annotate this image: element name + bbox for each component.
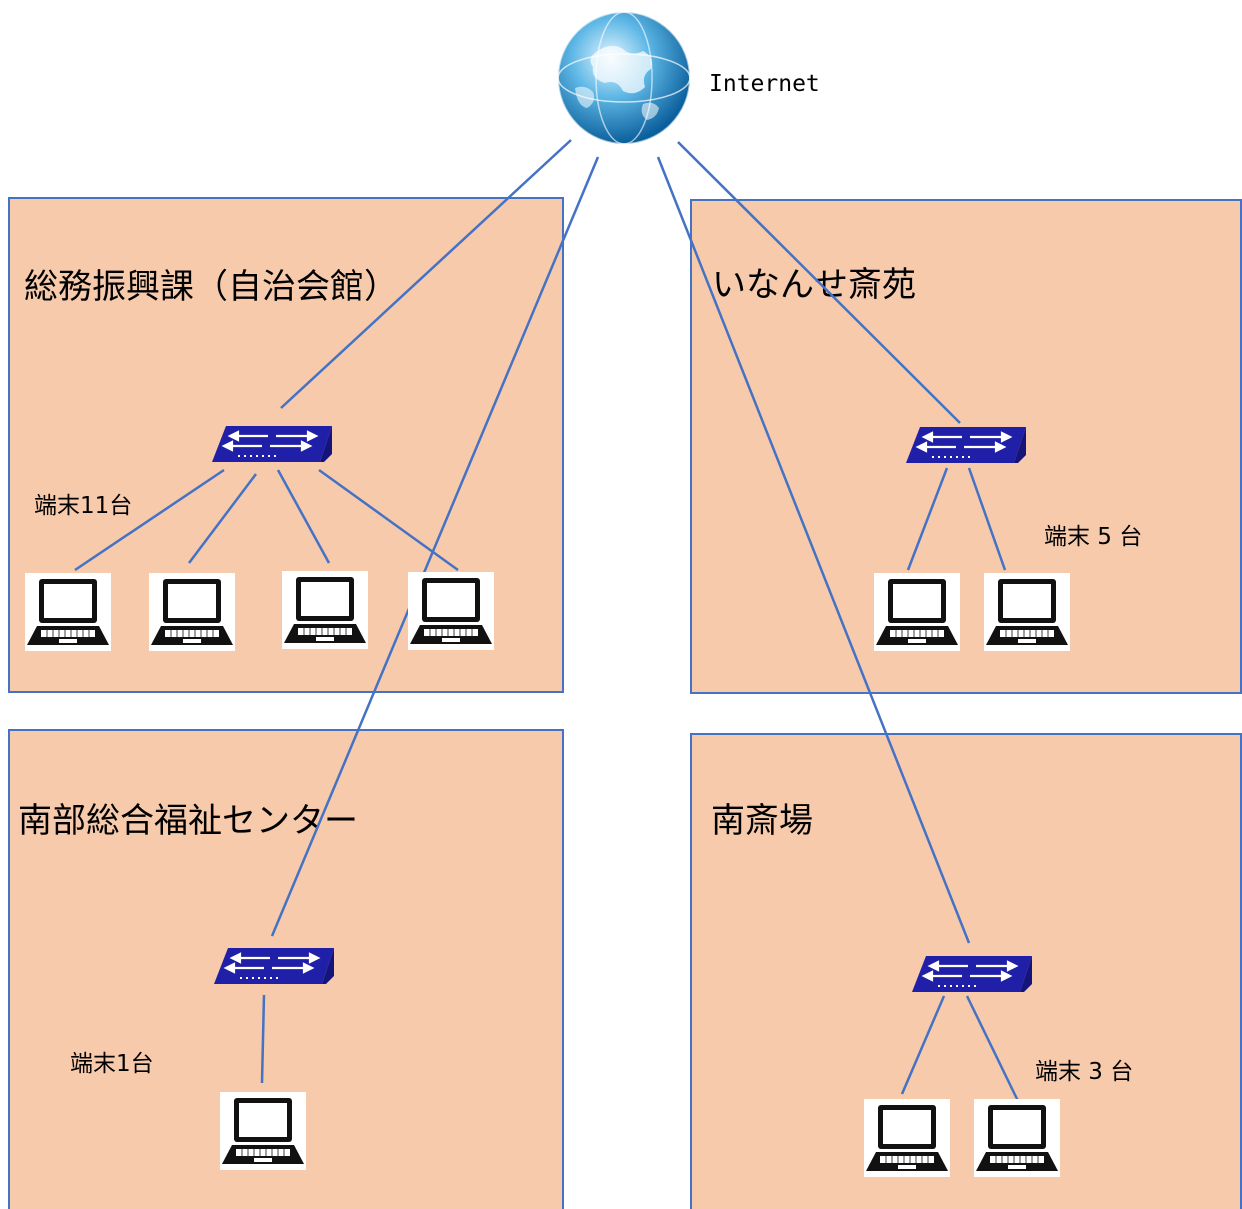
globe-icon	[557, 11, 691, 145]
link-ga-pc2	[188, 473, 257, 564]
terminal-count-minami-saijo: 端末 3 台	[1035, 1059, 1134, 1085]
laptop-icon	[149, 573, 235, 651]
terminal-count-general-affairs: 端末11台	[34, 493, 133, 519]
link-sw-pc1	[260, 994, 266, 1084]
link-is-pc2	[967, 467, 1007, 571]
laptop-icon	[864, 1099, 950, 1177]
uplink-general-affairs	[280, 139, 572, 409]
terminal-count-south-welfare-center: 端末1台	[70, 1051, 154, 1077]
link-ga-pc3	[276, 469, 331, 564]
zone-title-general-affairs: 総務振興課（自治会館）	[24, 267, 398, 307]
link-ga-pc1	[74, 468, 225, 572]
uplink-inanse-saien	[677, 141, 961, 424]
laptop-icon	[408, 572, 494, 650]
laptop-icon	[25, 573, 111, 651]
laptop-icon	[984, 573, 1070, 651]
zone-title-south-welfare-center: 南部総合福祉センター	[18, 801, 358, 841]
laptop-icon	[974, 1099, 1060, 1177]
link-ga-pc4	[318, 468, 459, 572]
zone-title-inanse-saien: いなんせ斎苑	[712, 265, 916, 305]
uplink-minami-saijo	[656, 156, 971, 944]
uplink-south-welfare-center	[270, 156, 600, 937]
switch-icon	[214, 948, 334, 984]
internet-label: Internet	[709, 71, 820, 97]
laptop-icon	[874, 573, 960, 651]
switch-icon	[912, 956, 1032, 992]
link-ms-pc2	[965, 995, 1020, 1102]
link-is-pc1	[906, 467, 949, 571]
switch-icon	[906, 427, 1026, 463]
terminal-count-inanse-saien: 端末 5 台	[1044, 524, 1143, 550]
laptop-icon	[282, 571, 368, 649]
zone-title-minami-saijo: 南斎場	[711, 801, 813, 841]
link-ms-pc1	[900, 995, 946, 1095]
switch-icon	[212, 426, 332, 462]
laptop-icon	[220, 1092, 306, 1170]
